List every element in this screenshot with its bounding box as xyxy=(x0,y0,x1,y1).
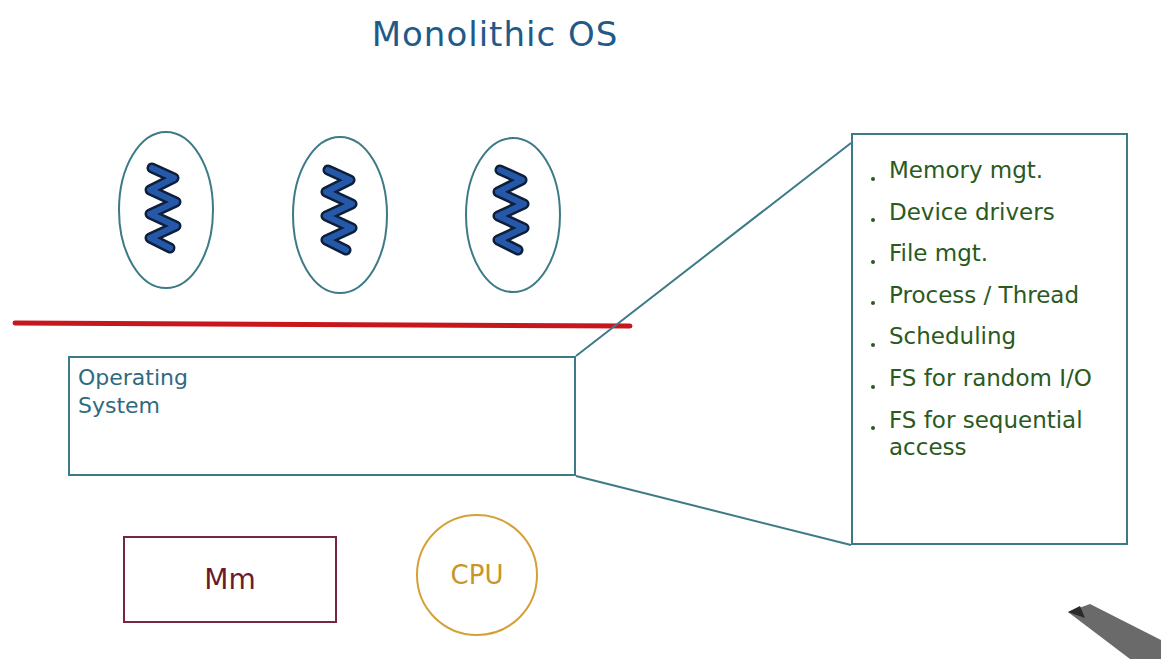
bullet-dot xyxy=(871,260,875,264)
list-item: Scheduling xyxy=(867,323,1118,351)
os-detail-box: Memory mgt. Device driversFile mgt. Proces… xyxy=(851,133,1128,545)
thread-squiggle xyxy=(150,168,176,248)
item-text: Process / Thread xyxy=(889,282,1079,308)
bullet-dot xyxy=(871,218,875,222)
thread-squiggle xyxy=(326,170,352,250)
list-item: Memory mgt. xyxy=(867,157,1118,185)
bullet-dot xyxy=(871,385,875,389)
thread-squiggle xyxy=(498,170,524,250)
list-item: Process / Thread xyxy=(867,282,1118,310)
node-label: CPU xyxy=(451,560,504,590)
item-text: Scheduling xyxy=(889,323,1016,349)
diagram-title: Monolithic OS xyxy=(300,14,690,54)
item-text: Memory mgt. xyxy=(889,157,1043,183)
thread-squiggle xyxy=(150,168,176,248)
item-text: Device drivers xyxy=(889,199,1055,225)
bullet-dot xyxy=(871,301,875,305)
memory-box: Mm xyxy=(123,536,337,623)
list-item: FS for random I/O xyxy=(867,365,1118,393)
process-ellipse xyxy=(119,132,213,288)
thread-squiggle xyxy=(498,170,524,250)
node-label: Mm xyxy=(204,563,255,596)
bullet-dot xyxy=(871,177,875,181)
process-ellipse xyxy=(293,137,387,293)
os-box: Operating System xyxy=(68,356,576,476)
bullet-dot xyxy=(871,426,875,430)
bullet-dot xyxy=(871,343,875,347)
list-item: FS for sequential access xyxy=(867,407,1118,462)
item-text: FS for sequential access xyxy=(889,407,1083,461)
thread-squiggle xyxy=(326,170,352,250)
zoom-callout-line xyxy=(576,143,851,545)
cpu-circle: CPU xyxy=(415,513,539,637)
process-ellipse xyxy=(466,138,560,292)
box-label: Operating System xyxy=(78,364,208,419)
item-text: File mgt. xyxy=(889,240,988,266)
list-item: Device drivers xyxy=(867,199,1118,227)
list-item: File mgt. xyxy=(867,240,1118,268)
pen-tip xyxy=(1068,604,1161,659)
item-text: FS for random I/O xyxy=(889,365,1092,391)
protection-boundary xyxy=(15,323,630,326)
